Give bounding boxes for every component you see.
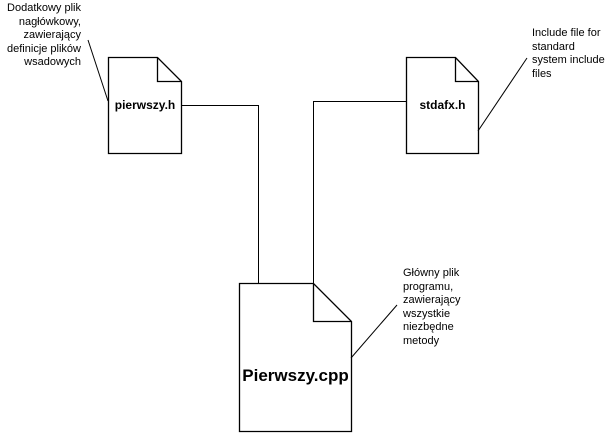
note-pierwszy-h: Dodatkowy plik nagłówkowy, zawierający d… <box>7 2 81 68</box>
fold-pierwszy-h <box>156 57 182 83</box>
file-label-pierwszy-cpp: Pierwszy.cpp <box>242 366 349 385</box>
note-pierwszy-cpp: Główny plik programu, zawierający wszyst… <box>403 267 461 347</box>
note-stdafx-h: Include file for standard system include… <box>532 27 605 80</box>
connector-pierwszy-h <box>181 105 259 284</box>
file-icon-pierwszy-cpp <box>238 282 353 433</box>
fold-pierwszy-cpp <box>312 283 352 323</box>
callout-line-stdafx-h <box>477 57 528 132</box>
connector-stdafx-h <box>313 101 407 284</box>
fold-stdafx-h <box>454 57 479 83</box>
file-label-pierwszy-h: pierwszy.h <box>114 98 176 112</box>
callout-line-pierwszy-h <box>87 39 109 102</box>
file-label-stdafx-h: stdafx.h <box>419 98 466 112</box>
callout-line-pierwszy-cpp <box>350 304 398 359</box>
